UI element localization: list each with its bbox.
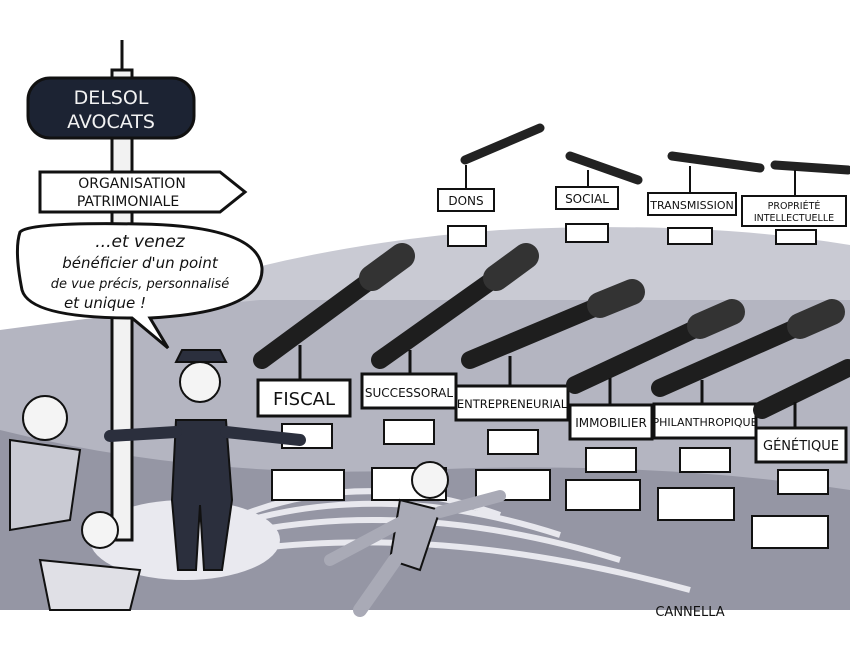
runner-leg [353, 553, 402, 617]
speech-line-4: et unique ! [64, 294, 146, 312]
label-transmission: TRANSMISSION [649, 199, 733, 212]
firm-line-1: DELSOL [74, 87, 149, 109]
guide-head [179, 361, 221, 403]
firm-line-2: AVOCATS [67, 111, 155, 133]
guide-arm-right [220, 426, 306, 446]
telescope-label-board [437, 188, 495, 212]
visitor-head [22, 395, 68, 441]
visitor-body [38, 558, 142, 611]
back-row-telescopes: DONS SOCIAL TRANSMISSION PROPRIÉTÉ INTEL… [437, 123, 850, 247]
telescope-label-board [647, 192, 737, 216]
speech-line-2: bénéficier d'un point [62, 254, 219, 272]
label-genetique: GÉNÉTIQUE [763, 438, 839, 454]
telescope-label-board [555, 186, 619, 210]
label-propriete: PROPRIÉTÉ [768, 200, 821, 212]
telescope-label-board [256, 378, 352, 418]
telescope-back-dons: DONS [437, 123, 545, 247]
arrow-line-1: ORGANISATION [78, 176, 186, 192]
arrow-line-2: PATRIMONIALE [77, 194, 179, 210]
visitor-body [9, 438, 82, 532]
guide-character [104, 349, 306, 571]
runner-arm [324, 514, 411, 566]
telescope-label-board [754, 426, 848, 464]
label-intellectuelle: INTELLECTUELLE [754, 213, 834, 224]
guide-arm-left [104, 426, 182, 442]
visitors-group [9, 395, 142, 611]
telescope-back-social: SOCIAL [555, 151, 643, 243]
telescope-tube [753, 359, 850, 419]
telescope-label-board [741, 195, 847, 227]
speech-line-1: ...et venez [95, 232, 185, 252]
label-dons: DONS [448, 194, 483, 208]
telescope-back-propriete: PROPRIÉTÉ INTELLECTUELLE [741, 160, 850, 245]
telescope-fiscal: FISCAL [253, 243, 415, 501]
firm-sign-board [26, 76, 196, 140]
telescope-steps [751, 515, 829, 549]
label-philanthropique: PHILANTHROPIQUE [652, 416, 757, 429]
speech-bubble-shape [15, 222, 264, 350]
label-fiscal: FISCAL [273, 389, 335, 410]
telescope-steps [657, 487, 735, 521]
telescope-philanthropique: PHILANTHROPIQUE [651, 299, 845, 521]
telescope-tube [770, 160, 850, 175]
speech-line-3: de vue précis, personnalisé [51, 277, 230, 292]
guide-body [170, 419, 234, 571]
running-man [324, 461, 506, 617]
telescope-back-transmission: TRANSMISSION [647, 151, 765, 245]
telescope-tube [667, 151, 765, 173]
telescope-label-board [652, 402, 758, 440]
telescope-tube [565, 151, 643, 185]
label-successoral: SUCCESSORAL [365, 386, 453, 400]
label-social: SOCIAL [565, 192, 609, 206]
label-entrepreneurial: ENTREPRENEURIAL [457, 397, 568, 411]
visitor-head [81, 511, 119, 549]
direction-arrow-sign: ORGANISATION PATRIMONIALE [38, 170, 248, 214]
label-immobilier: IMMOBILIER [575, 416, 647, 430]
runner-head [411, 461, 449, 499]
telescope-entrepreneurial: ENTREPRENEURIAL [454, 279, 645, 501]
telescope-steps [565, 479, 641, 511]
telescope-immobilier: IMMOBILIER [565, 299, 745, 511]
telescope-tube [460, 123, 545, 165]
firm-sign: DELSOL AVOCATS [26, 76, 196, 140]
artist-signature: CANNELLA [655, 605, 724, 620]
telescope-label-board [454, 384, 570, 422]
telescope-label-board [568, 403, 654, 441]
telescope-steps [271, 469, 345, 501]
runner-arm [434, 490, 506, 518]
telescope-genetique: GÉNÉTIQUE [751, 359, 850, 549]
guide-cap [174, 349, 228, 363]
speech-bubble: ...et venez bénéficier d'un point de vue… [15, 222, 264, 350]
arrow-sign-board [38, 170, 248, 214]
